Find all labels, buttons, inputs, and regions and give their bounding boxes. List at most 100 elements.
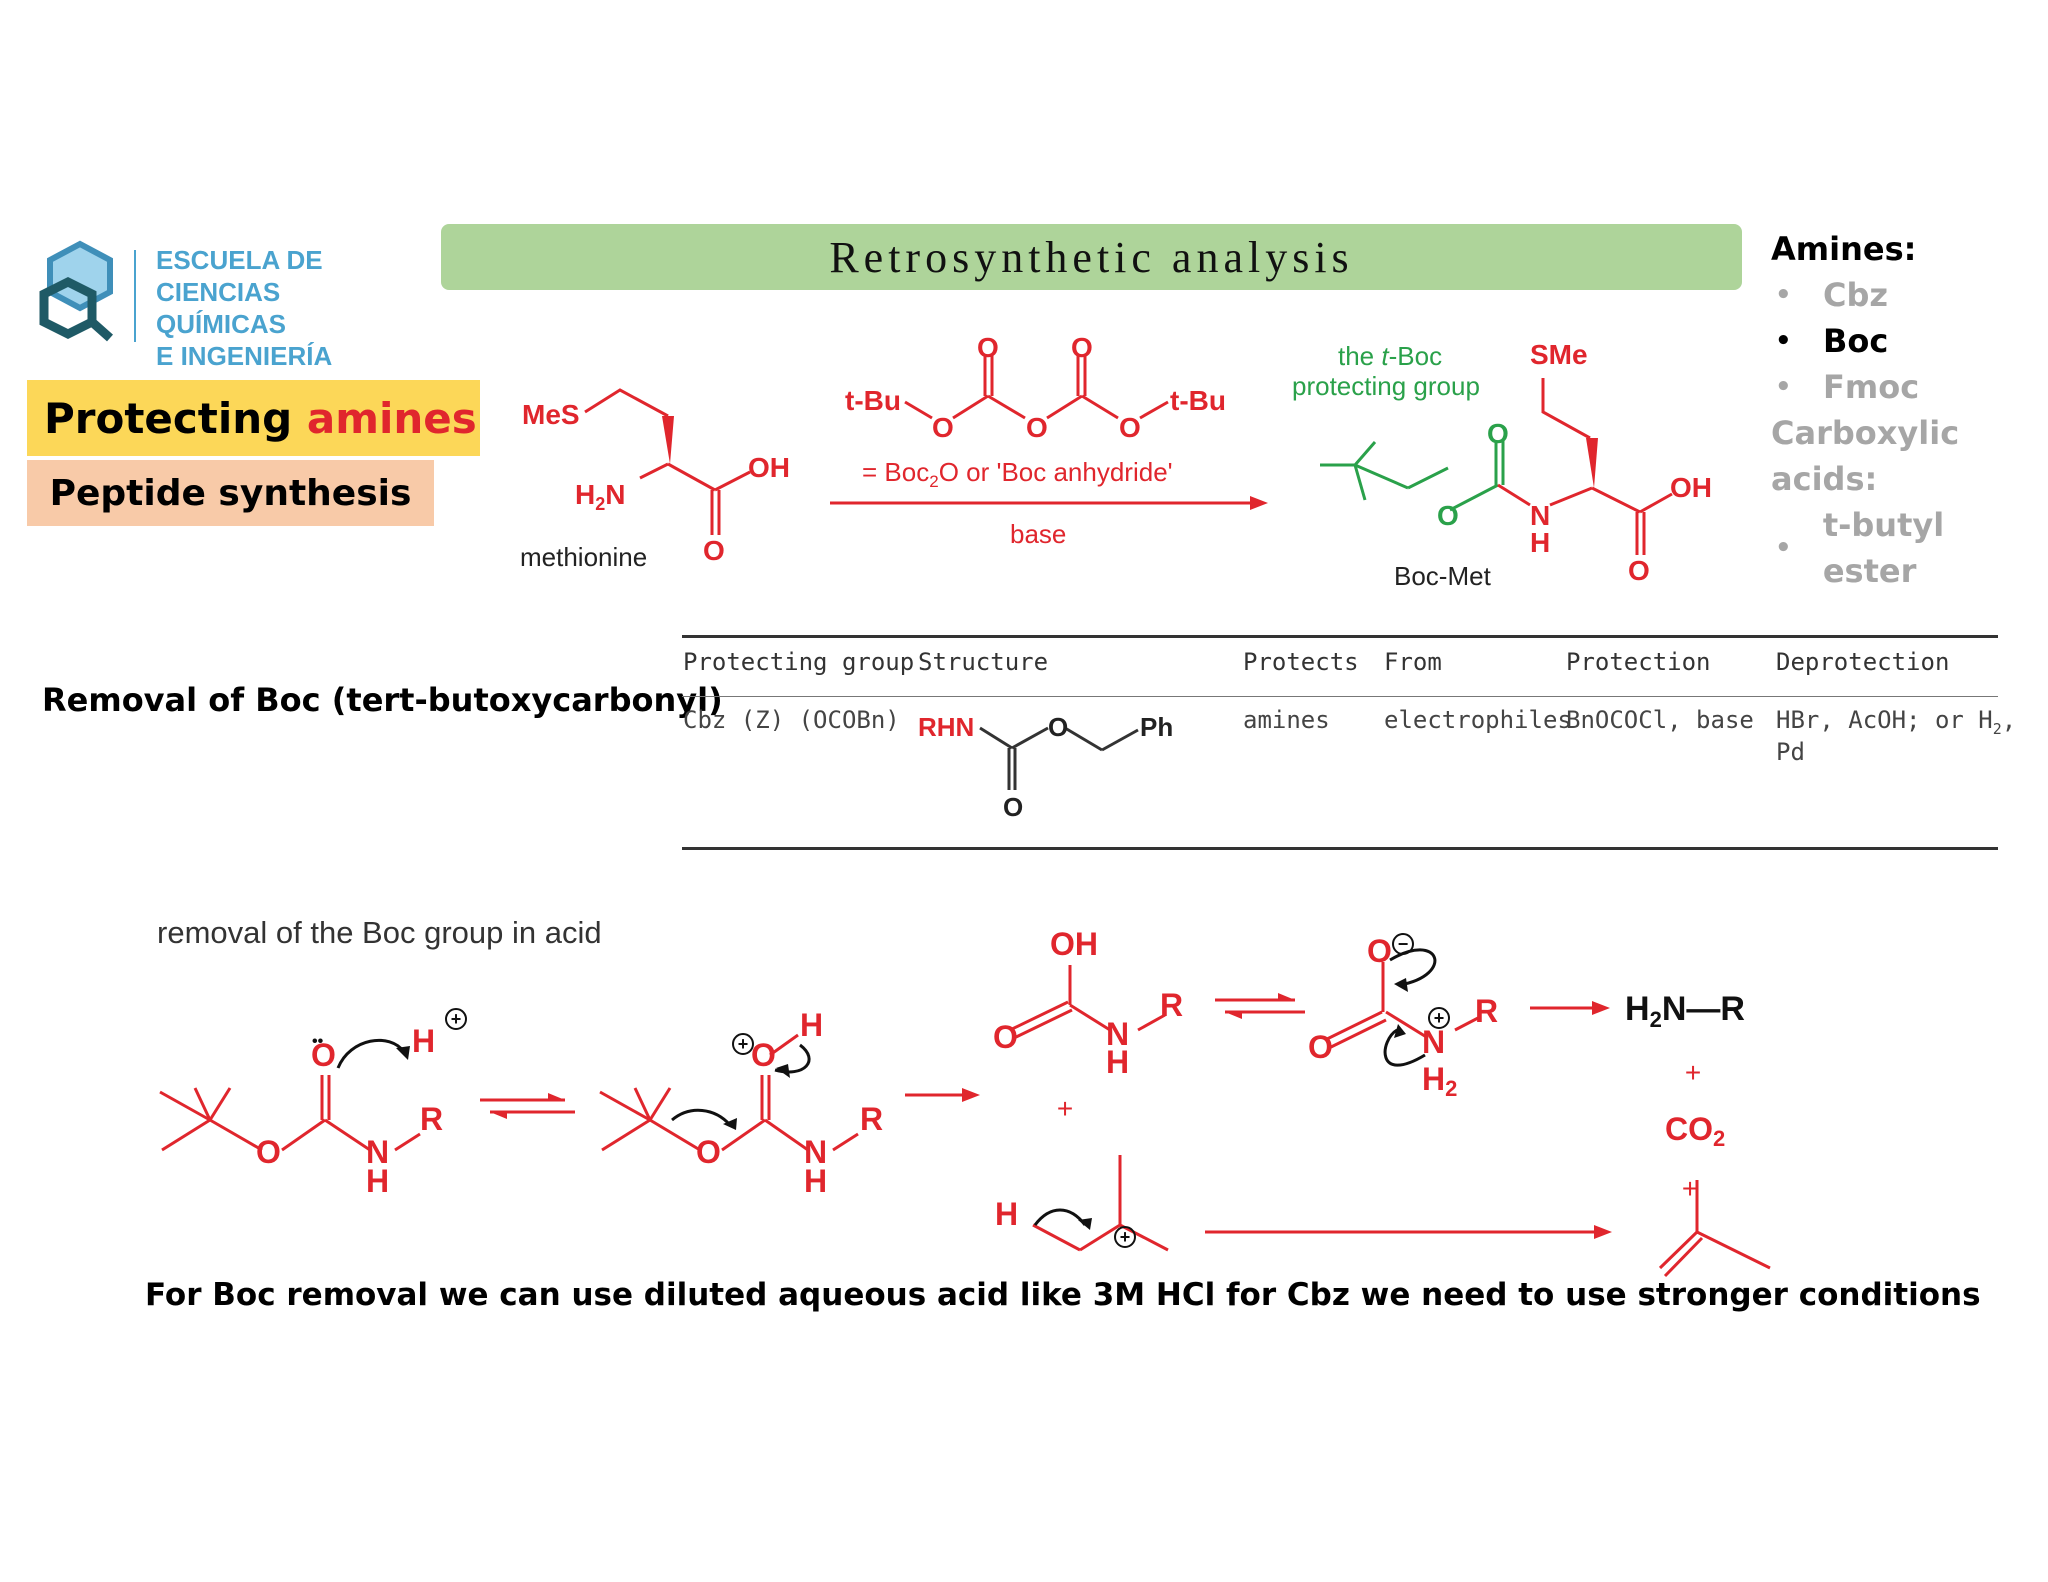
cell-group: Cbz (Z) (OCOBn) <box>683 706 900 734</box>
h-label: H <box>995 1196 1018 1232</box>
r-label: R <box>1475 993 1498 1029</box>
sidebar-item-label: Fmoc <box>1823 368 1920 406</box>
arrow-head-icon <box>962 1088 980 1102</box>
cell-deprotection: HBr, AcOH; or H2, Pd <box>1776 706 2017 766</box>
cell-protection: BnOCOCl, base <box>1566 706 1754 734</box>
topic-prefix: Protecting <box>44 393 307 443</box>
plus-charge-icon: + <box>451 1009 462 1029</box>
sidebar-item-label: Cbz <box>1823 276 1889 314</box>
col-header-structure: Structure <box>918 648 1049 676</box>
arrow-head-icon <box>1278 993 1295 1000</box>
logo-line-3: E INGENIERÍA <box>156 341 333 371</box>
o-label: O <box>993 1019 1018 1055</box>
sidebar-item-fmoc: • Fmoc <box>1771 364 2048 410</box>
o-label: O <box>256 1134 281 1170</box>
arrow-head-icon <box>1394 978 1408 992</box>
bocmet-label: Boc-Met <box>1394 561 1492 591</box>
o-label: O <box>311 1037 336 1073</box>
o-label: O <box>1437 500 1459 531</box>
r-label: R <box>860 1101 883 1137</box>
tboc-label-line2: protecting group <box>1292 371 1480 401</box>
plus-charge-icon: + <box>738 1034 749 1054</box>
cell-protects: amines <box>1243 706 1330 734</box>
col-header-from: From <box>1384 648 1442 676</box>
o-label: O <box>703 535 725 566</box>
o-label: O <box>1308 1029 1333 1065</box>
cell-from: electrophiles <box>1384 706 1572 734</box>
h-label: H <box>800 1007 823 1043</box>
o-label: O <box>751 1037 776 1073</box>
h2n-label: H2N <box>575 479 625 514</box>
arrow-head-icon <box>1394 1024 1406 1038</box>
tbu-right-label: t-Bu <box>1170 385 1226 416</box>
arrow-head-icon <box>1078 1218 1092 1230</box>
n-label: N <box>1106 1016 1129 1052</box>
plus-charge-icon: + <box>1434 1008 1445 1028</box>
base-label: base <box>1010 519 1066 549</box>
school-logo: ESCUELA DE CIENCIAS QUÍMICAS E INGENIERÍ… <box>30 236 390 371</box>
logo-line-1: ESCUELA DE <box>156 245 323 275</box>
arrow-head-icon <box>1225 1012 1242 1019</box>
struct-rhn-label: RHN <box>918 712 974 742</box>
tbu-left-label: t-Bu <box>845 385 901 416</box>
r-label: R <box>1160 987 1183 1023</box>
tboc-label-line1: the t-Boc <box>1338 341 1442 371</box>
o-label: O <box>1628 555 1650 586</box>
subtopic-text: Peptide synthesis <box>49 472 412 514</box>
h-label: H <box>412 1023 435 1059</box>
col-header-group: Protecting group <box>683 648 915 676</box>
struct-ph-label: Ph <box>1140 712 1173 742</box>
logo-line-2: CIENCIAS QUÍMICAS <box>156 277 286 339</box>
o-label: O <box>696 1134 721 1170</box>
cbz-structure: RHN O Ph O <box>918 712 1173 822</box>
sidebar-item-boc: • Boc <box>1771 318 2048 364</box>
col-header-deprotection: Deprotection <box>1776 648 1950 676</box>
acids-heading: Carboxylic acids: <box>1771 414 1960 498</box>
bullet-icon: • <box>1775 533 1792 563</box>
table-bottom-rule <box>682 847 1998 850</box>
oh-label: OH <box>1670 472 1712 503</box>
sme-label: SMe <box>1530 339 1588 370</box>
methionine-label: methionine <box>520 542 647 572</box>
h-label: H <box>1530 527 1550 558</box>
col-header-protection: Protection <box>1566 648 1711 676</box>
table-header-rule <box>682 696 1998 697</box>
struct-o-label: O <box>1048 712 1068 742</box>
plus-sign: + <box>1682 1173 1698 1204</box>
minus-charge-icon: − <box>1398 934 1409 954</box>
arrow-head-icon <box>1592 1001 1610 1015</box>
reagent-label: = Boc2O or 'Boc anhydride' <box>862 457 1173 491</box>
o-label: O <box>1487 418 1509 449</box>
plus-charge-icon: + <box>1120 1227 1131 1247</box>
arrow-head-icon <box>1594 1225 1612 1239</box>
scheme2-caption: removal of the Boc group in acid <box>157 915 602 950</box>
arrow-head-icon <box>1250 496 1268 510</box>
amines-heading: Amines: <box>1771 230 1917 268</box>
sidebar-item-label: Boc <box>1823 322 1889 360</box>
oh-label: OH <box>1050 926 1098 962</box>
co2-label: CO2 <box>1665 1111 1725 1151</box>
r-label: R <box>420 1101 443 1137</box>
n-label: N <box>1530 500 1550 531</box>
plus-sign: + <box>1057 1093 1073 1124</box>
footer-note: For Boc removal we can use diluted aqueo… <box>145 1277 1981 1313</box>
h-label: H <box>366 1163 389 1199</box>
sidebar-item-label: t-butyl ester <box>1822 506 1945 590</box>
o-label: O <box>977 332 999 363</box>
removal-heading: Removal of Boc (tert-butoxycarbonyl) <box>42 681 723 719</box>
topic-highlight: amines <box>306 393 477 443</box>
h-label: H <box>804 1163 827 1199</box>
lone-pair-icon: •• <box>312 1033 324 1050</box>
o-label: O <box>1026 412 1048 443</box>
bullet-icon: • <box>1775 372 1792 402</box>
logo-divider <box>134 250 136 342</box>
h2-label: H2 <box>1422 1061 1457 1101</box>
title-bar: Retrosynthetic analysis <box>441 224 1742 290</box>
bullet-icon: • <box>1775 326 1792 356</box>
col-header-protects: Protects <box>1243 648 1359 676</box>
struct-o2-label: O <box>1003 792 1023 822</box>
n-label: N <box>804 1134 827 1170</box>
n-label: N <box>1422 1024 1445 1060</box>
logo-text: ESCUELA DE CIENCIAS QUÍMICAS E INGENIERÍ… <box>156 244 390 372</box>
